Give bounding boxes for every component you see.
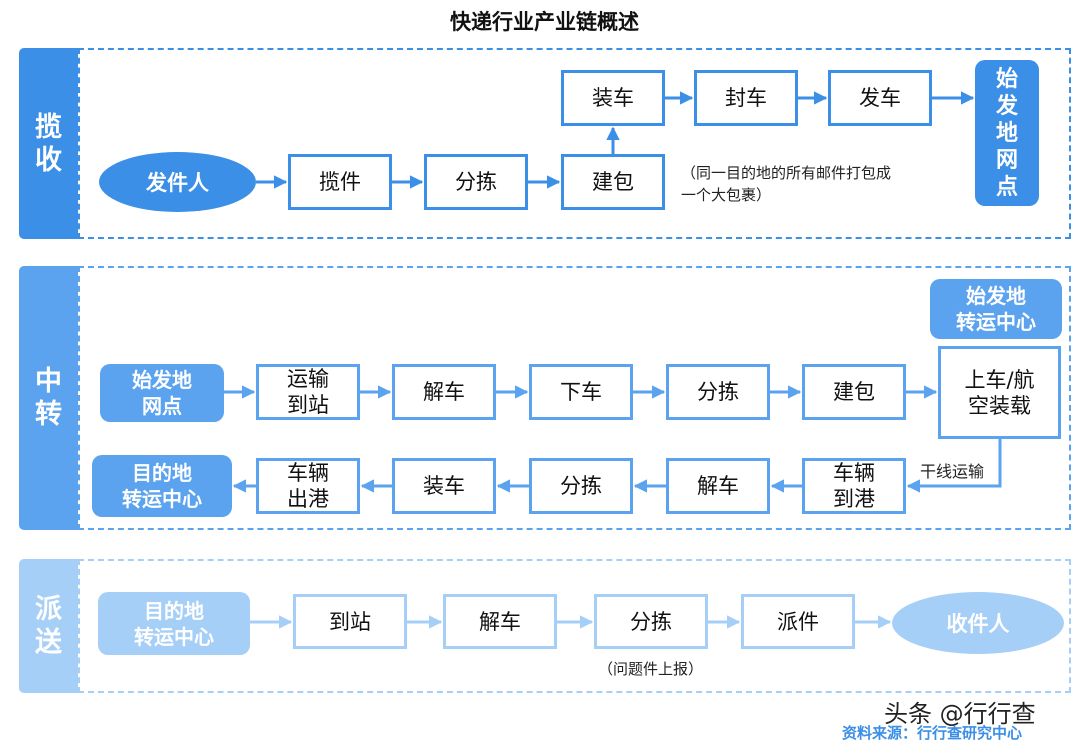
- step-pickup-depart: 发车: [828, 70, 932, 126]
- step-delivery-sort: 分拣: [594, 594, 708, 649]
- diagram-title: 快递行业产业链概述: [450, 10, 639, 34]
- step-transit-port-arrive: 车辆 到港: [802, 458, 906, 514]
- step-pickup-collect: 揽件: [288, 154, 392, 210]
- step-transit-load-2: 装车: [392, 458, 496, 514]
- transit-start-node: 始发地 网点: [100, 364, 224, 422]
- origin-hub-node: 始发地 转运中心: [930, 279, 1062, 339]
- section-panel-delivery: [78, 559, 1071, 693]
- step-transit-port-depart: 车辆 出港: [256, 458, 360, 514]
- step-transit-unload-2: 解车: [666, 458, 770, 514]
- step-transit-unload: 解车: [392, 364, 496, 420]
- step-transit-arrive: 运输 到站: [256, 364, 360, 420]
- receiver-node: 收件人: [892, 592, 1064, 654]
- step-transit-sort-2: 分拣: [529, 458, 633, 514]
- step-transit-sort: 分拣: [666, 364, 770, 420]
- delivery-note: （问题件上报）: [598, 660, 704, 678]
- section-panel-transit: [78, 266, 1071, 530]
- section-label-pickup: 揽收: [19, 48, 78, 239]
- step-delivery-unload: 解车: [443, 594, 557, 649]
- step-transit-load: 上车/航 空装载: [938, 346, 1061, 439]
- step-delivery-dispatch: 派件: [741, 594, 855, 649]
- watermark: 头条 @行行查: [884, 700, 1036, 728]
- destination-hub-node: 目的地 转运中心: [92, 455, 232, 517]
- arrow: [906, 439, 1002, 493]
- origin-outlet-node: 始发地网点: [975, 60, 1039, 206]
- trunk-transport-label: 干线运输: [920, 462, 985, 481]
- section-panel-pickup: [78, 48, 1071, 239]
- sender-node: 发件人: [99, 152, 256, 212]
- step-pickup-sort: 分拣: [424, 154, 528, 210]
- delivery-start-node: 目的地 转运中心: [98, 592, 250, 655]
- step-transit-pack: 建包: [802, 364, 906, 420]
- step-delivery-arrive: 到站: [293, 594, 407, 649]
- step-pickup-pack: 建包: [561, 154, 665, 210]
- step-pickup-load: 装车: [561, 70, 665, 126]
- step-transit-off: 下车: [529, 364, 633, 420]
- step-pickup-seal: 封车: [694, 70, 798, 126]
- pickup-note: （同一目的地的所有邮件打包成一个大包裹）: [681, 164, 892, 204]
- section-label-transit: 中转: [19, 266, 78, 530]
- section-label-delivery: 派送: [19, 559, 78, 693]
- source-note: 资料来源：行行查研究中心: [842, 724, 1023, 742]
